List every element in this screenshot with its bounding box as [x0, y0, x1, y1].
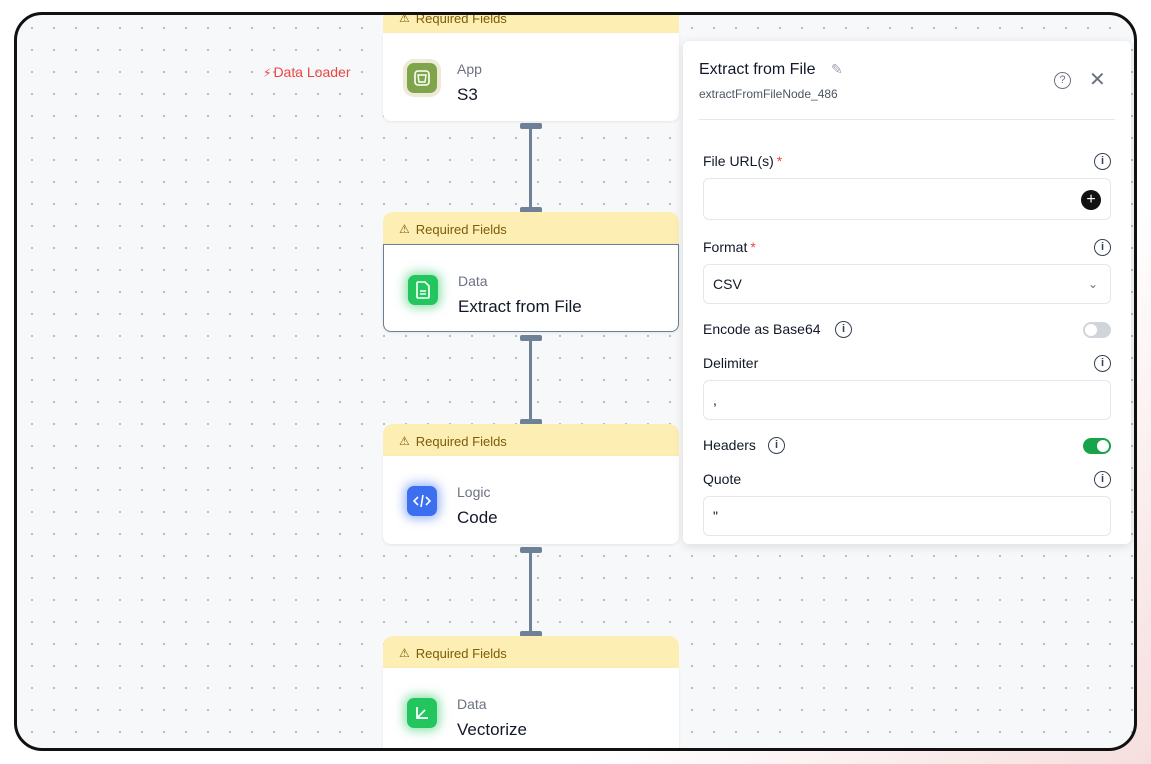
panel-title: Extract from File — [699, 61, 816, 78]
toggle-knob — [1097, 440, 1109, 452]
banner-text: Required Fields — [415, 646, 507, 661]
info-icon[interactable]: i — [1094, 471, 1111, 488]
node-category: App — [457, 61, 482, 77]
file-urls-input[interactable]: + — [703, 178, 1111, 220]
group-label-text: Data Loader — [273, 64, 351, 80]
workflow-canvas[interactable]: ⚡Data Loader ⚠ Required Fields App S3 ⚠ … — [14, 12, 1137, 751]
quote-input[interactable]: " — [703, 496, 1111, 536]
banner-text: Required Fields — [415, 222, 507, 237]
headers-label-text: Headers — [703, 437, 756, 453]
connector-line — [529, 127, 532, 211]
close-icon[interactable]: ✕ — [1089, 69, 1106, 91]
connector-line — [529, 339, 532, 423]
required-fields-banner: ⚠ Required Fields — [383, 212, 679, 248]
format-select[interactable]: CSV ⌄ — [703, 264, 1111, 304]
quote-label-text: Quote — [703, 471, 742, 487]
node-id: extractFromFileNode_486 — [699, 87, 838, 101]
info-icon[interactable]: i — [835, 321, 852, 338]
node-extract-from-file[interactable]: ⚠ Required Fields Data Extract from File — [383, 212, 679, 332]
node-category: Logic — [457, 484, 491, 500]
banner-text: Required Fields — [415, 434, 507, 449]
chevron-down-icon: ⌄ — [1087, 277, 1098, 291]
required-fields-banner: ⚠ Required Fields — [383, 12, 679, 37]
node-card[interactable]: App S3 — [383, 33, 679, 121]
warning-icon: ⚠ — [399, 12, 410, 25]
info-icon[interactable]: i — [1094, 355, 1111, 372]
connector-handle[interactable] — [520, 631, 542, 637]
required-fields-banner: ⚠ Required Fields — [383, 424, 679, 460]
encode-base64-label-text: Encode as Base64 — [703, 321, 821, 337]
connector-handle[interactable] — [520, 123, 542, 129]
headers-toggle[interactable] — [1083, 438, 1111, 454]
encode-base64-toggle[interactable] — [1083, 322, 1111, 338]
delimiter-label-text: Delimiter — [703, 355, 759, 371]
vectorize-icon — [407, 698, 437, 728]
warning-icon: ⚠ — [399, 222, 410, 236]
quote-value: " — [713, 508, 718, 524]
node-title: S3 — [457, 85, 478, 104]
connector-handle[interactable] — [520, 207, 542, 213]
connector-handle[interactable] — [520, 335, 542, 341]
panel-divider — [699, 119, 1115, 120]
code-icon — [407, 486, 437, 516]
node-config-panel: Extract from File ✎ extractFromFileNode_… — [683, 41, 1131, 544]
node-card[interactable]: Logic Code — [383, 456, 679, 544]
delimiter-value: , — [713, 392, 717, 408]
warning-icon: ⚠ — [399, 434, 410, 448]
group-label: ⚡Data Loader — [263, 64, 351, 80]
file-urls-label: File URL(s)* — [703, 153, 782, 169]
required-marker: * — [750, 239, 756, 255]
file-icon — [408, 275, 438, 305]
format-label-text: Format — [703, 239, 748, 255]
connector-handle[interactable] — [520, 419, 542, 425]
node-s3[interactable]: ⚠ Required Fields App S3 — [383, 12, 679, 121]
edit-pencil-icon[interactable]: ✎ — [831, 61, 843, 77]
info-icon[interactable]: i — [768, 437, 785, 454]
info-icon[interactable]: i — [1094, 153, 1111, 170]
node-title: Vectorize — [457, 720, 527, 739]
s3-bucket-icon — [407, 63, 437, 93]
node-vectorize[interactable]: ⚠ Required Fields Data Vectorize — [383, 636, 679, 748]
warning-icon: ⚠ — [399, 646, 410, 660]
node-category: Data — [458, 273, 488, 289]
add-url-icon[interactable]: + — [1081, 190, 1101, 210]
toggle-knob — [1085, 324, 1097, 336]
node-code[interactable]: ⚠ Required Fields Logic Code — [383, 424, 679, 544]
node-title: Code — [457, 508, 498, 527]
connector-handle[interactable] — [520, 547, 542, 553]
headers-label: Headers — [703, 437, 756, 453]
delimiter-input[interactable]: , — [703, 380, 1111, 420]
encode-base64-label: Encode as Base64 — [703, 321, 821, 337]
format-value: CSV — [713, 276, 742, 292]
node-card[interactable]: Data Extract from File — [383, 244, 679, 332]
quote-label: Quote — [703, 471, 741, 487]
file-urls-label-text: File URL(s) — [703, 153, 774, 169]
info-icon[interactable]: i — [1094, 239, 1111, 256]
node-card[interactable]: Data Vectorize — [383, 668, 679, 748]
banner-text: Required Fields — [415, 12, 507, 26]
node-title: Extract from File — [458, 297, 582, 316]
bolt-icon: ⚡ — [263, 66, 272, 80]
format-label: Format* — [703, 239, 756, 255]
required-marker: * — [776, 153, 783, 169]
connector-line — [529, 551, 532, 635]
help-icon[interactable]: ? — [1054, 72, 1071, 89]
delimiter-label: Delimiter — [703, 355, 758, 371]
node-category: Data — [457, 696, 487, 712]
required-fields-banner: ⚠ Required Fields — [383, 636, 679, 672]
